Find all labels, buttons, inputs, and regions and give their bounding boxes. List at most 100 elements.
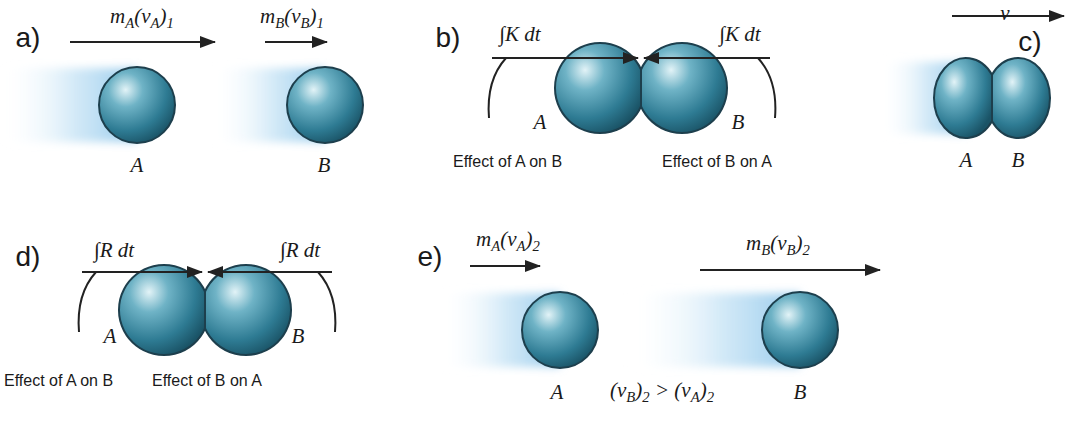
text-run: B [318, 153, 331, 177]
momentum-label: mA(vA)2 [476, 227, 540, 254]
subscript: B [626, 389, 635, 405]
text-run: A [960, 148, 973, 172]
subscript: B [301, 15, 310, 31]
bracket-curve [79, 272, 96, 332]
subscript: A [517, 238, 526, 254]
ball-name: B [1012, 148, 1025, 172]
text-run: d) [16, 241, 41, 272]
text-run: ) [310, 4, 317, 28]
text-run: e) [418, 241, 443, 272]
text-run: (v [500, 227, 516, 251]
ball-name: B [318, 153, 331, 177]
subscript: 2 [642, 389, 649, 405]
text-run: m [746, 231, 761, 255]
ball-name: A [551, 380, 564, 404]
momentum-label: mA(vA)1 [110, 4, 174, 31]
subscript: B [761, 242, 770, 258]
ball-name: B [794, 380, 807, 404]
impulse-note: Effect of A on B [453, 153, 562, 171]
impulse-arrow [208, 271, 332, 273]
impulse-note: Effect of A on B [4, 372, 113, 390]
ball-name: B [732, 110, 745, 134]
impulse-label: ∫K dt [719, 22, 760, 46]
deformed-ball [555, 43, 641, 133]
text-run: A [131, 153, 144, 177]
text-run: Effect of A on B [453, 153, 562, 170]
text-run: (v [284, 4, 300, 28]
bracket-curve [758, 58, 775, 118]
deformed-ball [205, 265, 291, 355]
text-run: Effect of B on A [152, 372, 262, 389]
velocity-comparison: (vB)2 > (vA)2 [610, 378, 714, 405]
subscript: 2 [707, 389, 714, 405]
bracket-curve [318, 272, 335, 332]
impulse-arrow [492, 57, 638, 59]
subscript: 1 [317, 15, 324, 31]
momentum-arrow [265, 41, 327, 43]
text-run: (v [770, 231, 786, 255]
subscript: 2 [803, 242, 810, 258]
ball [762, 292, 838, 368]
text-run: A [551, 380, 564, 404]
momentum-arrow [70, 41, 215, 43]
impulse-label: ∫R dt [94, 238, 134, 262]
subscript: A [151, 15, 160, 31]
momentum-label: mB(vB)1 [260, 4, 324, 31]
subscript: 1 [167, 15, 174, 31]
momentum-arrow [700, 269, 880, 271]
text-run: Effect of A on B [4, 372, 113, 389]
text-run: ) [160, 4, 167, 28]
text-run: ) [796, 231, 803, 255]
impulse-note: Effect of B on A [662, 153, 772, 171]
ball-name: A [104, 324, 117, 348]
subscript: B [787, 242, 796, 258]
text-run: A [104, 324, 117, 348]
text-run: ∫K dt [499, 22, 540, 46]
deformed-ball [641, 43, 727, 133]
velocity-label: v [1000, 1, 1009, 25]
text-run: (v [610, 378, 626, 402]
ball [287, 67, 363, 143]
deformed-ball [934, 58, 992, 138]
impulse-note: Effect of B on A [152, 372, 262, 390]
text-run: ∫K dt [719, 22, 760, 46]
text-run: ) [635, 378, 642, 402]
text-run: ) [526, 227, 533, 251]
text-run: ∫R dt [280, 238, 320, 262]
text-run: a) [16, 22, 41, 53]
ball [522, 292, 598, 368]
text-run: B [1012, 148, 1025, 172]
deformed-ball [992, 58, 1050, 138]
text-run: c) [1018, 26, 1041, 57]
subscript: B [275, 15, 284, 31]
subscript: 2 [533, 238, 540, 254]
text-run: b) [436, 22, 461, 53]
text-run: > (v [650, 378, 691, 402]
momentum-arrow [470, 265, 540, 267]
text-run: A [534, 110, 547, 134]
impulse-label: ∫R dt [280, 238, 320, 262]
panel-letter: d) [16, 241, 41, 273]
text-run: B [732, 110, 745, 134]
panel-letter: a) [16, 22, 41, 54]
deformed-ball [119, 265, 205, 355]
ball [99, 67, 175, 143]
text-run: (v [134, 4, 150, 28]
text-run: B [794, 380, 807, 404]
ball-name: A [131, 153, 144, 177]
ball-name: A [960, 148, 973, 172]
text-run: ) [700, 378, 707, 402]
ball-name: B [292, 324, 305, 348]
subscript: A [691, 389, 700, 405]
subscript: A [491, 238, 500, 254]
text-run: v [1000, 1, 1009, 25]
text-run: m [110, 4, 125, 28]
panel-letter: e) [418, 241, 443, 273]
impulse-arrow [82, 271, 202, 273]
text-run: B [292, 324, 305, 348]
panel-letter: c) [1018, 26, 1041, 58]
impulse-arrow [644, 57, 770, 59]
text-run: m [260, 4, 275, 28]
